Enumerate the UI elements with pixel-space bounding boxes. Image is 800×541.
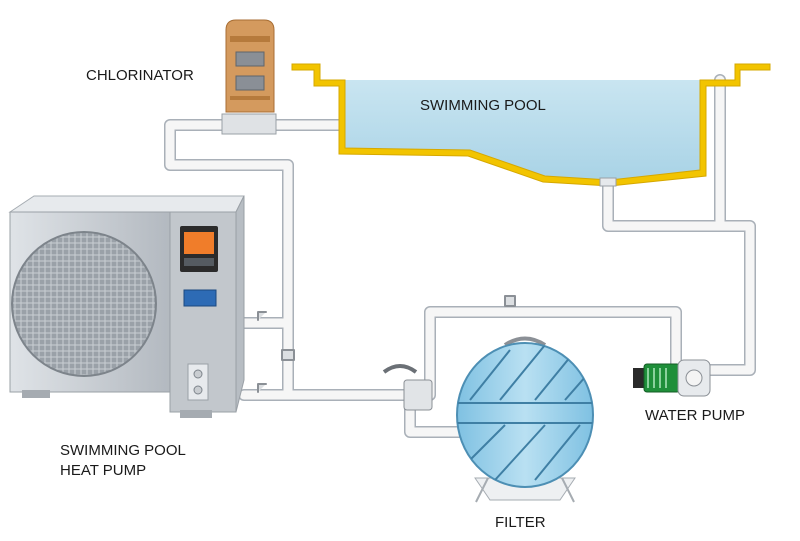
heat-pump-unit: SWIMMING POOL HEAT PUMP <box>8 195 245 479</box>
water-pump-label: WATER PUMP <box>645 407 745 424</box>
heat-pump-label-line1: SWIMMING POOL <box>60 442 186 459</box>
swimming-pool: SWIMMING POOL <box>291 63 771 187</box>
pool-label: SWIMMING POOL <box>420 97 546 114</box>
sand-filter: FILTER <box>382 336 594 531</box>
water-pump: WATER PUMP <box>633 359 745 424</box>
heat-pump-label-line2: HEAT PUMP <box>60 462 146 479</box>
chlorinator-label: CHLORINATOR <box>86 67 194 84</box>
chlorinator: CHLORINATOR <box>86 19 277 135</box>
filter-label: FILTER <box>495 514 546 531</box>
